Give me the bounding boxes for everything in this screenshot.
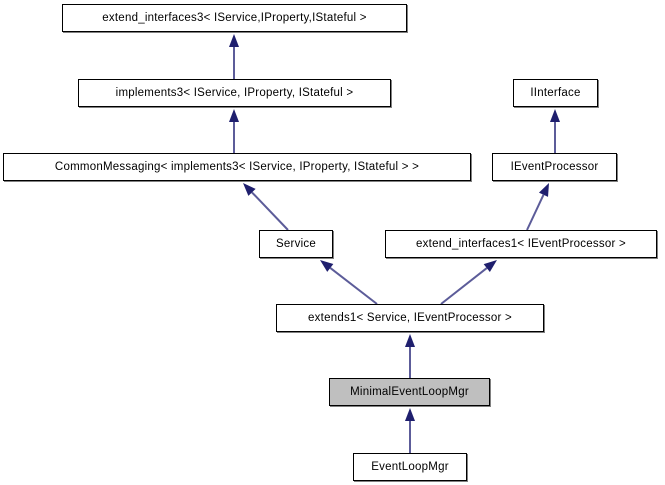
class-node-service[interactable]: Service <box>259 230 333 258</box>
edge-arrowhead-icon <box>243 183 256 196</box>
inheritance-edge-commonmessaging-to-implements3 <box>229 109 239 153</box>
inheritance-edge-eventloopmgr-to-minimaleventloopmgr <box>405 408 415 453</box>
edge-arrowhead-icon <box>405 408 415 421</box>
edge-arrowhead-icon <box>483 260 497 272</box>
class-node-commonmessaging[interactable]: CommonMessaging< implements3< IService, … <box>3 153 471 181</box>
inheritance-edge-extend_interfaces1-to-ieventprocessor <box>526 183 549 231</box>
edge-line <box>440 267 488 305</box>
inheritance-edge-extends1-to-service <box>320 260 378 305</box>
edge-arrowhead-icon <box>550 109 560 122</box>
class-node-label: CommonMessaging< implements3< IService, … <box>54 161 420 173</box>
class-node-extends1[interactable]: extends1< Service, IEventProcessor > <box>276 304 544 332</box>
edge-arrowhead-icon <box>229 109 239 122</box>
class-node-implements3[interactable]: implements3< IService, IProperty, IState… <box>78 79 391 107</box>
class-node-label: MinimalEventLoopMgr <box>350 386 469 398</box>
edge-arrowhead-icon <box>229 34 239 47</box>
class-node-minimaleventloopmgr[interactable]: MinimalEventLoopMgr <box>329 378 490 406</box>
class-node-label: implements3< IService, IProperty, IState… <box>115 87 354 99</box>
class-node-label: EventLoopMgr <box>371 461 449 473</box>
class-node-label: extends1< Service, IEventProcessor > <box>308 312 512 324</box>
edge-line <box>251 191 289 231</box>
class-node-ieventprocessor[interactable]: IEventProcessor <box>492 153 617 181</box>
edge-line <box>329 267 378 305</box>
class-node-extend_interfaces3[interactable]: extend_interfaces3< IService,IProperty,I… <box>62 4 407 32</box>
edge-line <box>526 194 545 231</box>
edge-arrowhead-icon <box>405 334 415 347</box>
class-node-iinterface[interactable]: IInterface <box>513 79 598 107</box>
inheritance-edge-extends1-to-extend_interfaces1 <box>440 260 497 305</box>
class-node-label: extend_interfaces1< IEventProcessor > <box>416 238 626 250</box>
class-node-label: IInterface <box>530 87 581 99</box>
inheritance-edge-ieventprocessor-to-iinterface <box>550 109 560 153</box>
inheritance-edge-implements3-to-extend_interfaces3 <box>229 34 239 79</box>
edge-arrowhead-icon <box>320 260 334 272</box>
class-node-label: extend_interfaces3< IService,IProperty,I… <box>102 12 367 24</box>
edge-arrowhead-icon <box>538 183 549 197</box>
class-node-extend_interfaces1[interactable]: extend_interfaces1< IEventProcessor > <box>385 230 657 258</box>
class-node-label: IEventProcessor <box>510 161 599 173</box>
inheritance-edge-service-to-commonmessaging <box>243 183 289 231</box>
class-node-label: Service <box>276 238 316 250</box>
class-node-eventloopmgr[interactable]: EventLoopMgr <box>353 453 467 481</box>
inheritance-edge-minimaleventloopmgr-to-extends1 <box>405 334 415 378</box>
